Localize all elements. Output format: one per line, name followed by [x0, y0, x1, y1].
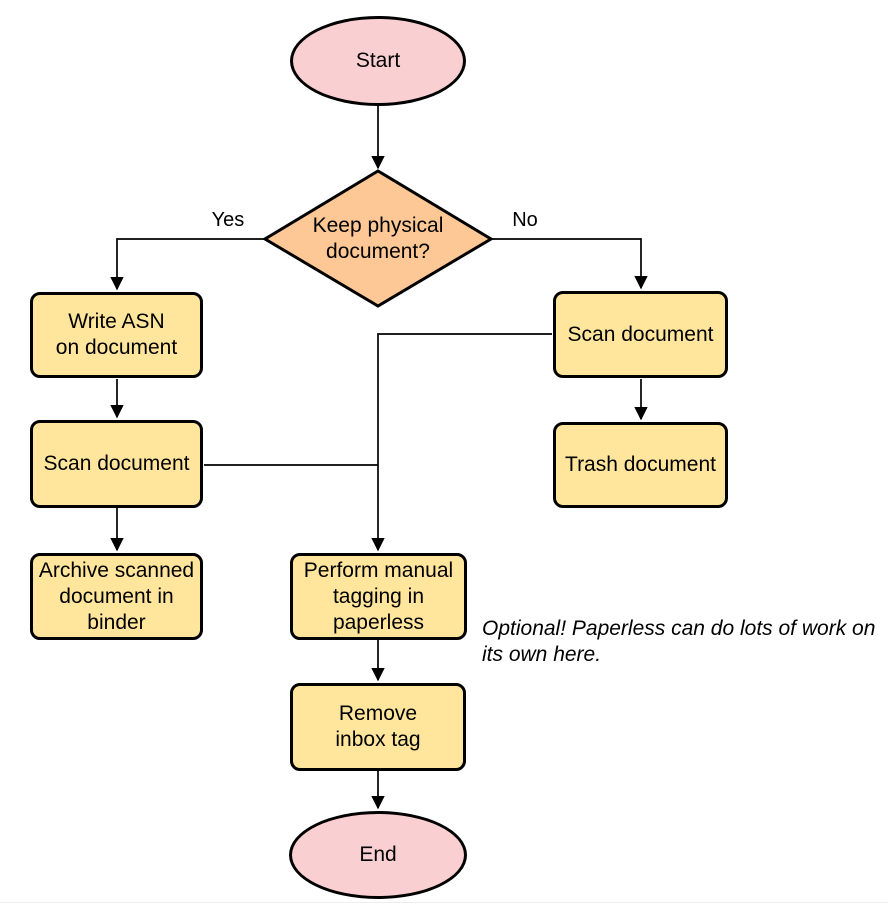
node-start: Start — [290, 16, 466, 106]
edge-label-yes: Yes — [211, 209, 245, 231]
edge-label-no: No — [512, 209, 538, 231]
node-archive-binder: Archive scanned document in binder — [30, 553, 203, 640]
node-start-label: Start — [355, 49, 401, 72]
node-scan-document-right-label: Scan document — [567, 322, 714, 346]
node-write-asn-label: Write ASN on document — [55, 310, 178, 359]
node-archive-binder-label: Archive scanned document in binder — [38, 558, 195, 634]
node-trash-document-label: Trash document — [565, 453, 716, 476]
node-scan-document-right: Scan document — [553, 291, 728, 378]
node-scan-document-left: Scan document — [30, 420, 203, 508]
node-decision-label: Keep physical document? — [312, 213, 444, 263]
node-remove-inbox-tag: Remove inbox tag — [290, 683, 466, 771]
node-remove-inbox-tag-label: Remove inbox tag — [335, 702, 421, 751]
node-write-asn: Write ASN on document — [30, 292, 203, 378]
bottom-rule — [0, 902, 888, 903]
node-trash-document: Trash document — [553, 422, 728, 508]
node-manual-tagging: Perform manual tagging in paperless — [290, 553, 467, 640]
node-end: End — [289, 811, 467, 899]
node-end-label: End — [359, 843, 397, 866]
optional-note: Optional! Paperless can do lots of work … — [482, 617, 876, 666]
node-manual-tagging-label: Perform manual tagging in paperless — [303, 558, 454, 634]
node-scan-document-left-label: Scan document — [43, 452, 190, 475]
node-decision: Keep physical document? — [265, 171, 491, 306]
